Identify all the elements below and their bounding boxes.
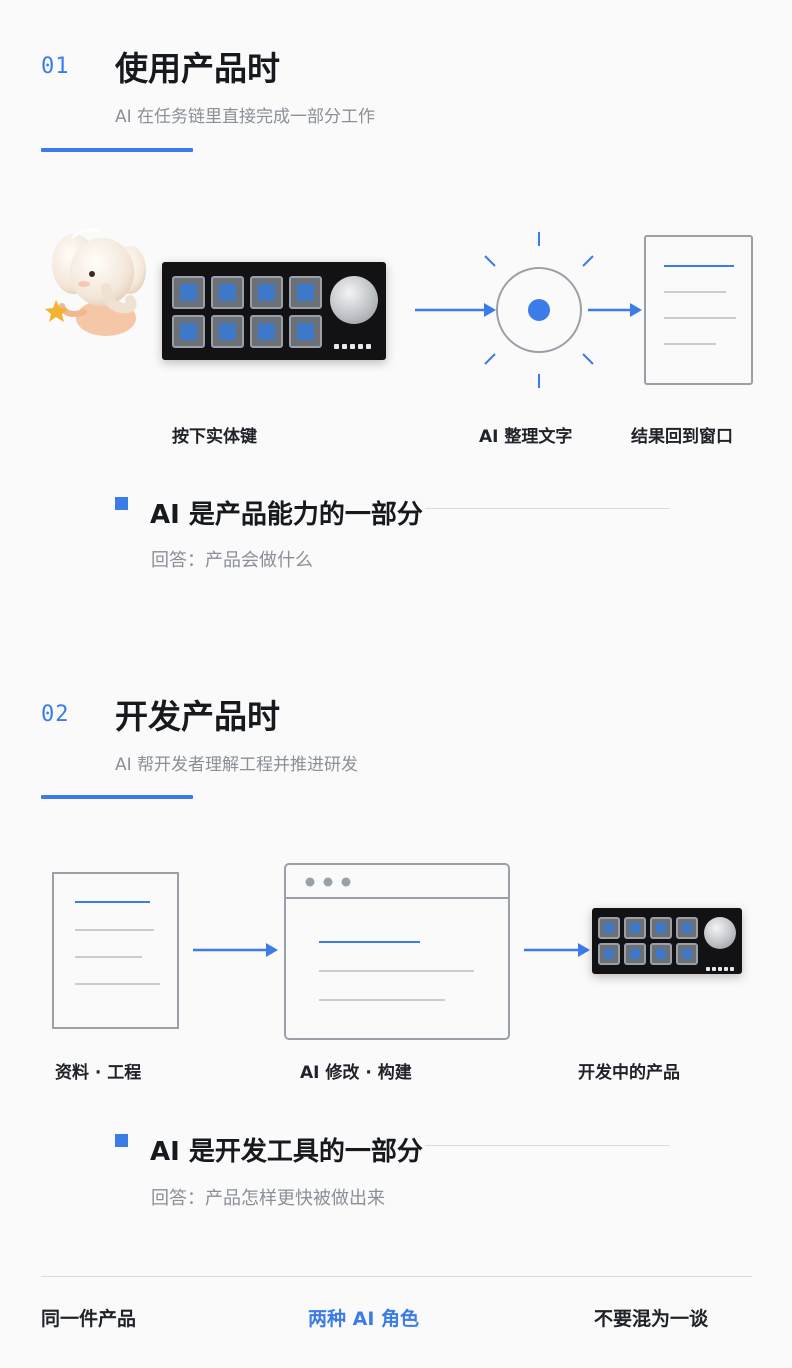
document-icon [52, 872, 179, 1029]
step-caption: AI 整理文字 [479, 427, 573, 447]
arrow-right-icon [193, 943, 278, 957]
role-heading: AI 是产品能力的一部分 [150, 494, 425, 531]
section-subtitle: AI 帮开发者理解工程并推进研发 [115, 755, 359, 775]
footer-center: 两种 AI 角色 [308, 1308, 420, 1330]
keypad-device-icon [592, 908, 742, 974]
flow-graphics [52, 863, 590, 1040]
section-number: 01 [41, 54, 70, 79]
step-caption: 结果回到窗口 [631, 427, 733, 447]
footer-divider [41, 1276, 752, 1277]
section-title: 开发产品时 [115, 697, 280, 736]
section-subtitle: AI 在任务链里直接完成一部分工作 [115, 107, 376, 127]
step-caption: AI 修改 · 构建 [300, 1063, 412, 1083]
arrow-right-icon [415, 303, 496, 317]
arrow-right-icon [588, 303, 642, 317]
flow-graphics [415, 232, 753, 388]
footer-left: 同一件产品 [41, 1308, 137, 1330]
accent-underline [41, 795, 193, 799]
step-caption: 开发中的产品 [578, 1063, 680, 1083]
step-caption: 按下实体键 [172, 427, 257, 447]
bullet-square [115, 1134, 128, 1147]
keypad-device-icon [162, 262, 386, 360]
elephant-mascot-icon [45, 228, 146, 336]
section-title: 使用产品时 [115, 49, 280, 88]
ai-sparkle-icon [484, 232, 594, 388]
accent-underline [41, 148, 193, 152]
step-caption: 资料 · 工程 [55, 1063, 142, 1083]
browser-window-icon [284, 863, 510, 1040]
bullet-square [115, 497, 128, 510]
role-heading: AI 是开发工具的一部分 [150, 1131, 425, 1168]
arrow-right-icon [524, 943, 590, 957]
section-number: 02 [41, 702, 70, 727]
role-answer: 回答：产品会做什么 [151, 550, 313, 571]
footer-right: 不要混为一谈 [594, 1308, 709, 1330]
role-answer: 回答：产品怎样更快被做出来 [151, 1188, 385, 1209]
document-icon [644, 235, 753, 385]
